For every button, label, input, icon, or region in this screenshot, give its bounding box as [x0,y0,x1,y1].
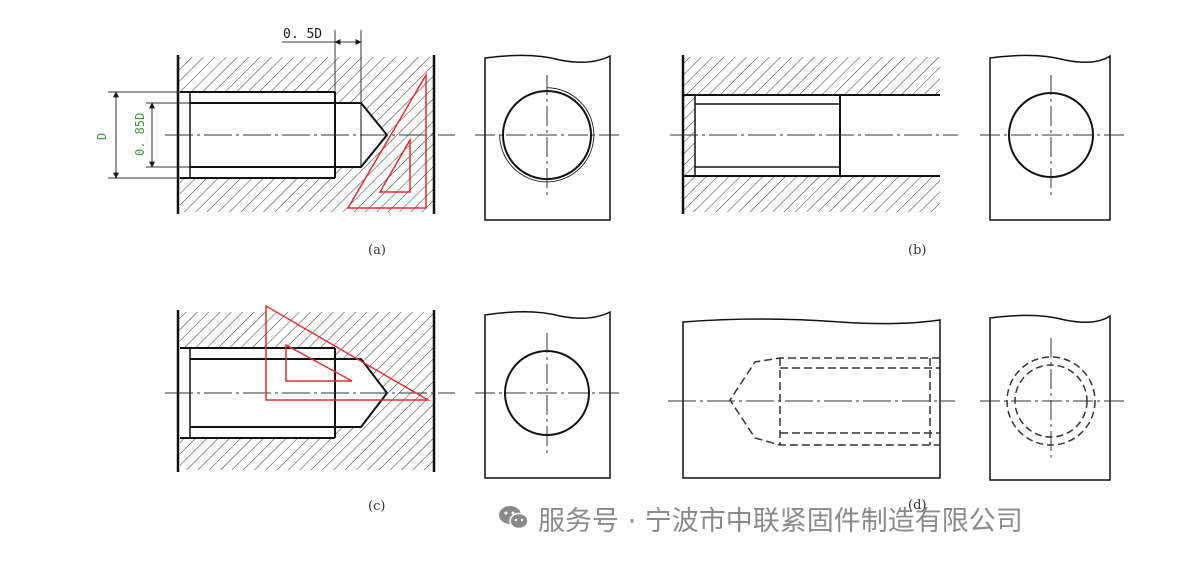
caption-a: (a) [368,243,386,258]
caption-d: (d) [908,498,927,513]
watermark: 服务号 · 宁波市中联紧固件制造有限公司 [498,498,1023,538]
watermark-text: 服务号 · 宁波市中联紧固件制造有限公司 [538,505,1023,537]
view-c-section [165,304,455,472]
view-d-end [980,314,1125,481]
view-b-section [670,55,958,214]
view-a-end [475,54,620,221]
caption-c: (c) [368,499,385,514]
caption-d-wrap: (d) [908,498,926,513]
view-a-section [108,30,455,214]
major-diameter-label: D [95,133,109,140]
minor-diameter-label: 0. 85D [133,113,147,156]
wechat-icon [499,506,529,530]
view-d-section [668,318,955,479]
caption-b: (b) [908,243,926,258]
view-c-end [475,310,620,479]
pitch-dimension-label: 0. 5D [283,27,322,42]
view-b-end [980,54,1125,221]
